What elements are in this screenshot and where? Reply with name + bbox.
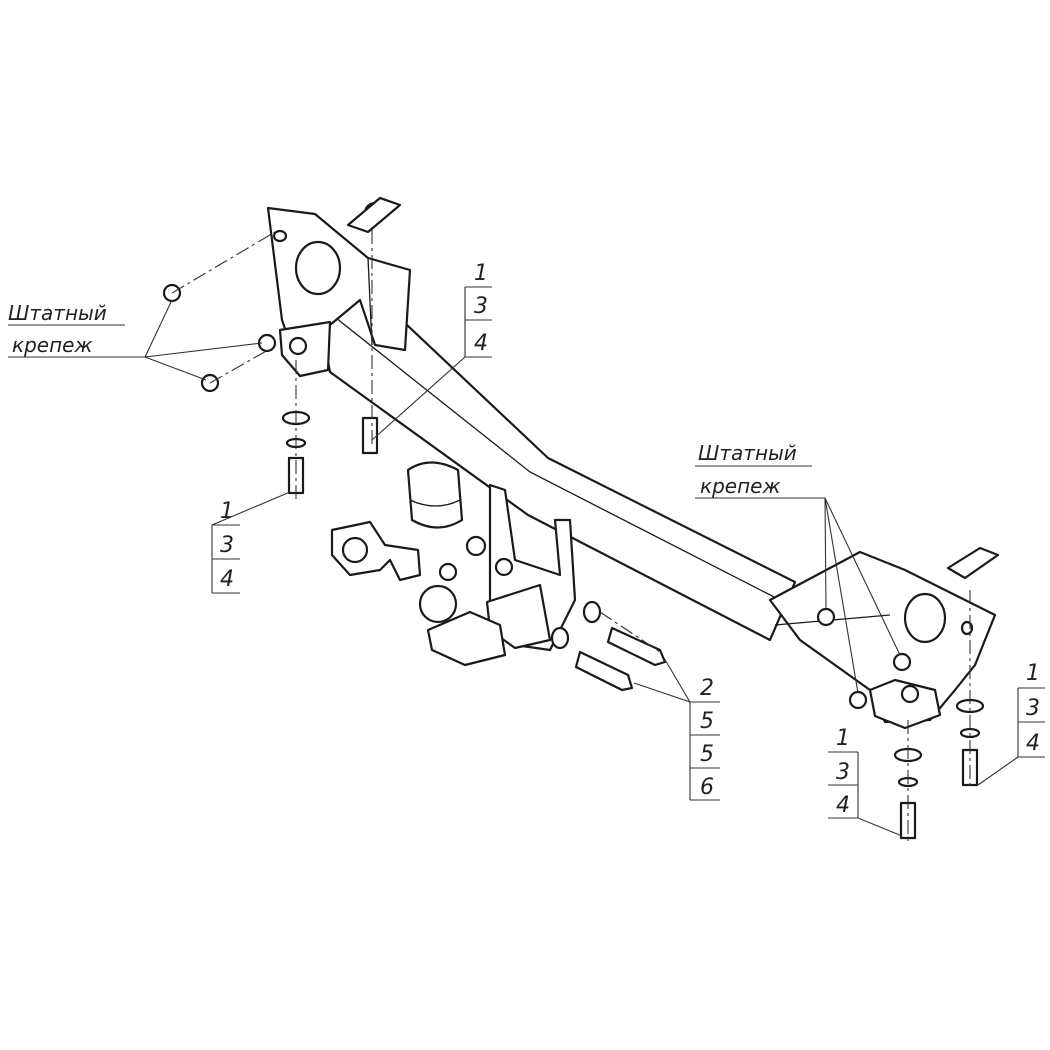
svg-text:4: 4 [220, 567, 234, 592]
svg-text:3: 3 [836, 760, 850, 785]
callout-right-low: 1 3 4 [828, 726, 859, 819]
svg-text:3: 3 [474, 294, 488, 319]
svg-text:5: 5 [700, 709, 714, 734]
svg-text:3: 3 [220, 533, 234, 558]
svg-text:4: 4 [474, 331, 488, 356]
standard-fastener-label-right: Штатный крепеж [695, 441, 812, 498]
svg-text:4: 4 [1026, 731, 1040, 756]
svg-text:Штатный: Штатный [8, 301, 107, 325]
svg-text:крепеж: крепеж [700, 474, 780, 498]
svg-text:2: 2 [700, 676, 714, 701]
svg-text:5: 5 [700, 742, 714, 767]
svg-text:крепеж: крепеж [12, 333, 92, 357]
callout-right: 1 3 4 [1017, 661, 1045, 758]
callout-left: 1 3 4 [211, 499, 240, 594]
svg-text:3: 3 [1026, 696, 1040, 721]
standard-fastener-label-left: Штатный крепеж [8, 301, 125, 357]
tow-ball-receiver [406, 461, 577, 667]
svg-text:1: 1 [1026, 661, 1040, 686]
svg-text:1: 1 [474, 261, 488, 286]
svg-text:1: 1 [220, 499, 234, 524]
svg-text:1: 1 [836, 726, 850, 751]
callout-top-center: 1 3 4 [464, 261, 492, 358]
callout-center-bottom: 2 5 5 6 [689, 676, 720, 801]
socket-mounting-plate [330, 520, 422, 582]
center-lines [171, 230, 971, 845]
leader-lines [8, 299, 1019, 837]
svg-text:4: 4 [836, 793, 850, 818]
svg-text:6: 6 [700, 775, 714, 800]
svg-text:Штатный: Штатный [698, 441, 797, 465]
